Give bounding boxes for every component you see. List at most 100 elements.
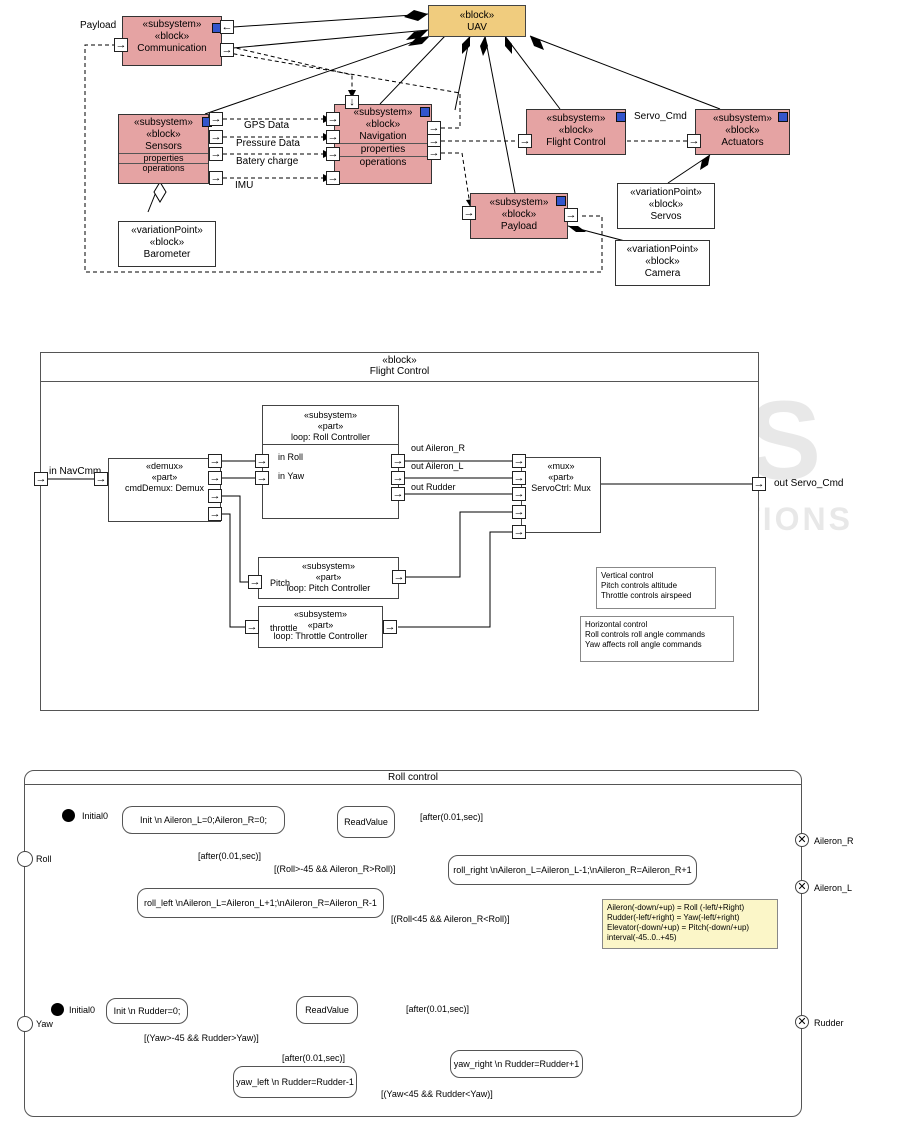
pitch-controller-part[interactable]: «subsystem» «part» loop: Pitch Controlle… [258,557,399,599]
sensors-block[interactable]: «subsystem» «block» Sensors properties o… [118,114,209,184]
navigation-block[interactable]: «subsystem» «block» Navigation propertie… [334,104,432,184]
mux-port-in1[interactable]: → [512,454,526,468]
flight-control-subsystem-icon [616,112,626,122]
sensors-port-imu[interactable]: → [209,171,223,185]
note1-line3: Throttle controls airspeed [601,591,692,600]
navigation-name: Navigation [359,131,407,142]
roll-init-state[interactable]: Init \n Aileron_L=0;Aileron_R=0; [122,806,285,834]
mux-port-in5[interactable]: → [512,525,526,539]
aileron-r-exit-point[interactable]: ✕ [795,833,809,847]
flight-control-port-in[interactable]: → [518,134,532,148]
navigation-subsystem-icon [420,107,430,117]
demux-port-in[interactable]: → [94,472,108,486]
roll-initial-label: Initial0 [82,811,109,821]
navigation-port-imu[interactable]: → [326,171,340,185]
demux-stereotype1: «demux» [145,461,184,471]
in-navcmm-port[interactable]: → [34,472,48,486]
communication-stereotype1: «subsystem» [142,19,202,30]
navigation-port-out1[interactable]: → [427,121,441,135]
mapping-note-line3: Elevator(-down/+up) = Pitch(-down/+up) [607,923,750,932]
throttle-port-in[interactable]: → [245,620,259,634]
pitch-port-in[interactable]: → [248,575,262,589]
roll-after-label-1: [after(0.01,sec)] [420,812,484,822]
roll-port-out-aileron-r[interactable]: → [391,454,405,468]
demux-port-out1[interactable]: → [208,454,222,468]
navigation-port-pressure[interactable]: → [326,130,340,144]
servos-name: Servos [650,211,682,222]
roll-port-in-yaw[interactable]: → [255,471,269,485]
yaw-after-label-1: [after(0.01,sec)] [406,1004,470,1014]
payload-stereotype2: «block» [501,209,537,220]
sensors-port-pressure[interactable]: → [209,130,223,144]
uav-block[interactable]: «block» UAV [428,5,526,37]
yaw-init-state[interactable]: Init \n Rudder=0; [106,998,188,1024]
roll-right-text: roll_right \nAileron_L=Aileron_L-1;\nAil… [453,865,692,875]
mux-port-in4[interactable]: → [512,505,526,519]
roll-stereotype1: «subsystem» [303,410,358,420]
camera-block[interactable]: «variationPoint» «block» Camera [615,240,710,286]
demux-part[interactable]: «demux» «part» cmdDemux: Demux [108,458,221,522]
barometer-name: Barometer [143,249,191,260]
note1-line2: Pitch controls altitude [601,581,678,590]
aileron-l-exit-point[interactable]: ✕ [795,880,809,894]
communication-port-left[interactable]: → [114,38,128,52]
payload-port-in[interactable]: → [462,206,476,220]
yaw-guard-gt: [(Yaw>-45 && Rudder>Yaw)] [144,1033,259,1043]
in-roll-label: in Roll [278,452,304,462]
horizontal-control-note: Horizontal control Roll controls roll an… [580,616,734,662]
barometer-block[interactable]: «variationPoint» «block» Barometer [118,221,216,267]
roll-entry-point[interactable] [17,851,33,867]
navigation-port-battery[interactable]: → [326,147,340,161]
flight-control-name: Flight Control [546,137,606,148]
yaw-right-state[interactable]: yaw_right \n Rudder=Rudder+1 [450,1050,583,1078]
navigation-stereotype1: «subsystem» [353,107,413,118]
mux-port-in2[interactable]: → [512,471,526,485]
payload-port-out[interactable]: → [564,208,578,222]
roll-port-in-roll[interactable]: → [255,454,269,468]
servos-block[interactable]: «variationPoint» «block» Servos [617,183,715,229]
communication-stereotype2: «block» [154,31,190,42]
pitch-port-out[interactable]: → [392,570,406,584]
note1-line1: Vertical control [601,571,654,580]
demux-port-out3[interactable]: → [208,489,222,503]
flight-control-block[interactable]: «subsystem» «block» Flight Control [526,109,626,155]
actuators-block[interactable]: «subsystem» «block» Actuators [695,109,790,155]
communication-port-r1[interactable]: ← [220,20,234,34]
yaw-readvalue-state[interactable]: ReadValue [296,996,358,1024]
navigation-port-gps[interactable]: → [326,112,340,126]
payload-block[interactable]: «subsystem» «block» Payload [470,193,568,239]
roll-right-state[interactable]: roll_right \nAileron_L=Aileron_L-1;\nAil… [448,855,697,885]
yaw-left-text: yaw_left \n Rudder=Rudder-1 [236,1077,354,1087]
uav-name: UAV [467,22,487,33]
flight-control-frame-header: «block» Flight Control [40,355,759,382]
throttle-controller-part[interactable]: «subsystem» «part» loop: Throttle Contro… [258,606,383,648]
yaw-after-label-2: [after(0.01,sec)] [282,1053,346,1063]
yaw-left-state[interactable]: yaw_left \n Rudder=Rudder-1 [233,1066,357,1098]
throttle-stereotype1: «subsystem» [293,609,348,619]
navigation-port-out2[interactable]: → [427,134,441,148]
navigation-port-top[interactable]: ↓ [345,95,359,109]
sensors-port-gps[interactable]: → [209,112,223,126]
navigation-operations: operations [335,156,431,169]
roll-left-state[interactable]: roll_left \nAileron_L=Aileron_L+1;\nAile… [137,888,384,918]
roll-port-out-aileron-l[interactable]: → [391,471,405,485]
mux-port-in3[interactable]: → [512,487,526,501]
roll-readvalue-text: ReadValue [344,817,388,827]
throttle-port-out[interactable]: → [383,620,397,634]
barometer-stereotype1: «variationPoint» [131,225,203,236]
out-servo-cmd-port[interactable]: → [752,477,766,491]
mux-part[interactable]: «mux» «part» ServoCtrl: Mux [521,457,601,533]
communication-port-r2[interactable]: → [220,43,234,57]
mux-stereotype1: «mux» [547,461,575,471]
yaw-entry-point[interactable] [17,1016,33,1032]
sensors-port-battery[interactable]: → [209,147,223,161]
navigation-port-out3[interactable]: → [427,146,441,160]
communication-block[interactable]: «subsystem» «block» Communication [122,16,222,66]
actuators-port-in[interactable]: → [687,134,701,148]
roll-controller-part[interactable]: «subsystem» «part» loop: Roll Controller [262,405,399,519]
roll-port-out-rudder[interactable]: → [391,487,405,501]
demux-port-out2[interactable]: → [208,471,222,485]
demux-port-out4[interactable]: → [208,507,222,521]
rudder-exit-point[interactable]: ✕ [795,1015,809,1029]
roll-readvalue-state[interactable]: ReadValue [337,806,395,838]
